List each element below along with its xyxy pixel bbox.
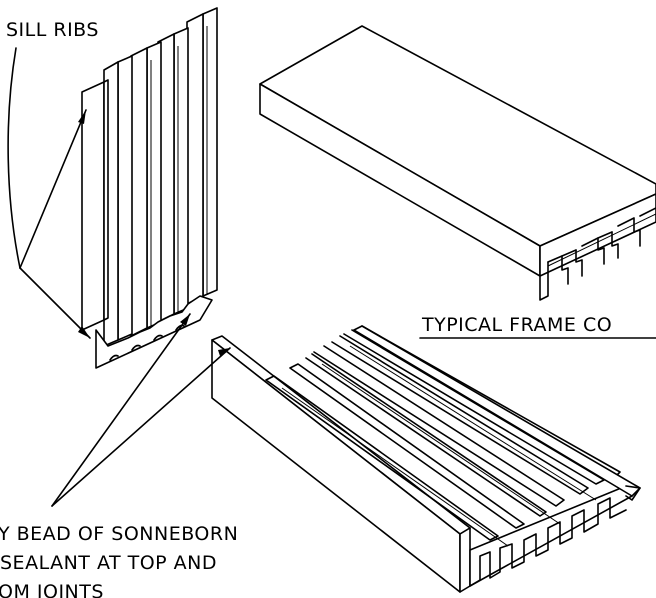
sill-rib-3: [157, 27, 189, 323]
sill-base-plate: [95, 295, 213, 369]
sealant-note-line1: Y BEAD OF SONNEBORN: [0, 523, 238, 545]
sill-ribs-leader: [7, 47, 91, 339]
sealant-leader: [51, 313, 231, 507]
sill-ribs-assembly: [81, 7, 218, 369]
frame-channels: [539, 207, 656, 301]
sill-rib-2: [130, 41, 162, 337]
sealant-note-line2: SEALANT AT TOP AND: [0, 552, 217, 574]
sill-channel: [211, 325, 641, 593]
sill-ribs-label: SILL RIBS: [6, 19, 99, 41]
sill-rib-4: [186, 7, 218, 305]
typical-frame: [259, 25, 656, 301]
frame-caption: TYPICAL FRAME CO: [421, 314, 612, 336]
sill-end-profile: [469, 497, 627, 587]
sill-front-panel: [81, 81, 105, 331]
sealant-note-line3: OM JOINTS: [0, 581, 104, 598]
